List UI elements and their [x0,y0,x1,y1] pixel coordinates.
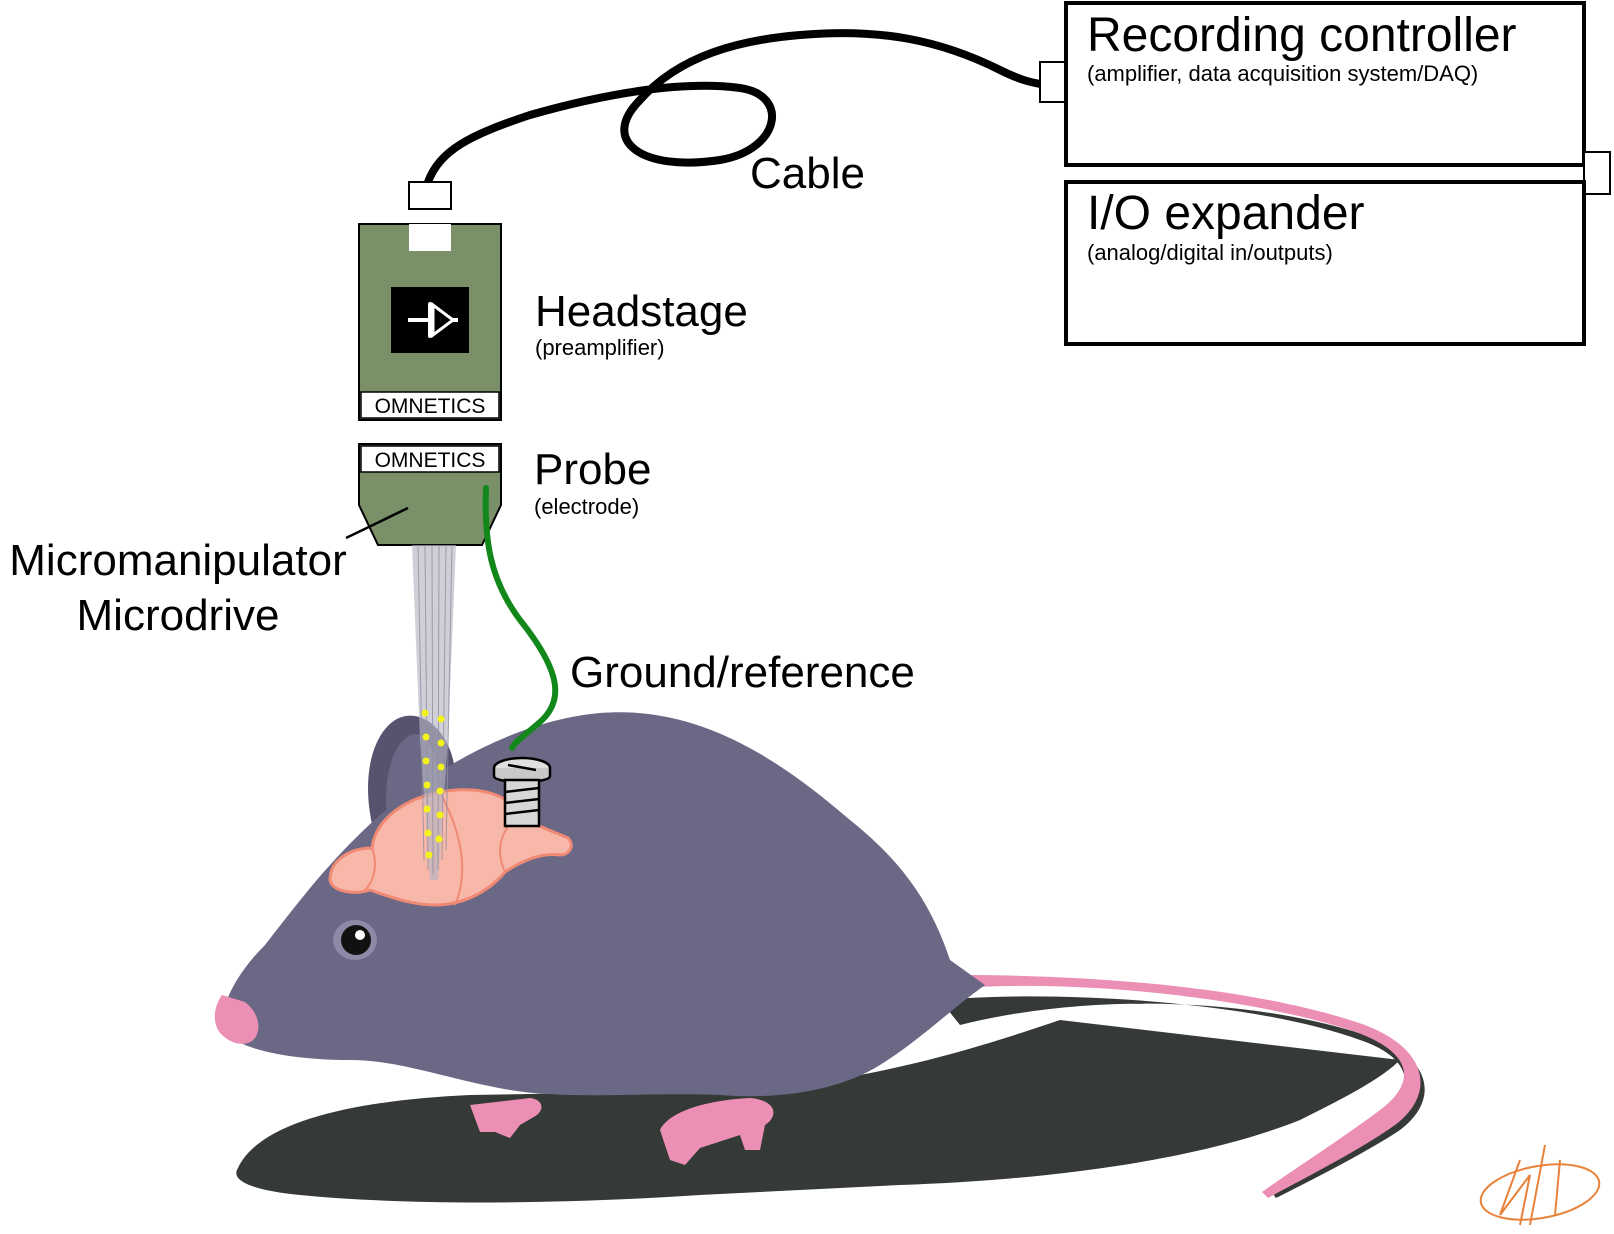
artist-signature [1479,1144,1601,1226]
electrode-shank [412,544,456,880]
headstage-title: Headstage [535,287,748,336]
headstage-subtitle: (preamplifier) [535,335,665,360]
amplifier-symbol-icon [391,287,469,353]
ground-reference-label: Ground/reference [570,648,915,697]
io-expander-subtitle: (analog/digital in/outputs) [1087,240,1333,265]
cable [424,29,1044,186]
electrode-recording-sites [421,709,445,859]
micromanipulator-pointer [345,506,409,540]
io-expander-box [1064,180,1586,346]
ground-wire [482,485,559,751]
recording-controller-subtitle: (amplifier, data acquisition system/DAQ) [1087,61,1479,86]
micromanipulator-label: Micromanipulator [9,536,347,585]
mouse-front-paw [470,1098,542,1138]
probe-connector: OMNETICS [358,443,502,546]
headstage: OMNETICS [358,181,502,421]
mouse-hind-paw [660,1098,774,1165]
cable-label: Cable [750,149,865,198]
mouse-tail [940,975,1425,1198]
ground-screw [492,756,552,828]
probe-connector-brand: OMNETICS [375,449,486,472]
io-expander-title: I/O expander [1087,187,1365,240]
recording-controller-box [1039,1,1611,195]
microdrive-label: Microdrive [76,591,280,640]
headstage-connector-brand: OMNETICS [375,395,486,418]
probe-title: Probe [534,445,652,494]
recording-controller-title: Recording controller [1087,9,1517,62]
mouse-shadow [236,1020,1400,1203]
probe-subtitle: (electrode) [534,494,640,519]
mouse-eye [333,920,377,960]
